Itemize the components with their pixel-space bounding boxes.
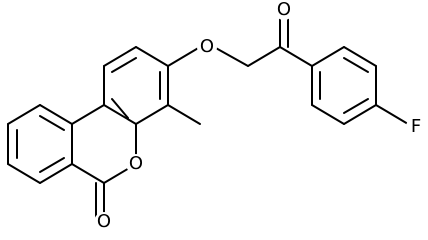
lactone-carbonyl-oxygen-bg: [94, 212, 114, 232]
bond: [39, 157, 65, 173]
bond: [167, 46, 201, 67]
bond: [375, 104, 409, 125]
bond: [343, 98, 369, 114]
fluorine-label: F: [411, 116, 421, 137]
bond: [135, 104, 169, 125]
bond: [103, 104, 137, 125]
bond: [279, 46, 313, 67]
bond: [311, 104, 345, 125]
bond: [247, 46, 281, 67]
bond: [39, 104, 73, 125]
bond: [343, 104, 377, 125]
bond: [311, 46, 345, 67]
bond: [213, 46, 249, 67]
ring-oxygen-bg: [126, 154, 146, 174]
right-benzene-ring: [103, 46, 169, 125]
ether-oxygen-bg: [197, 37, 217, 57]
bond: [71, 104, 105, 125]
ring-oxygen-label: O: [129, 153, 143, 174]
ether-oxygen-label: O: [200, 36, 214, 57]
lactone-carbonyl-oxygen-label: O: [97, 211, 111, 232]
fluorine-bg: [406, 117, 426, 137]
bond: [135, 46, 169, 67]
bond: [39, 115, 65, 131]
bond: [7, 104, 41, 125]
methyl-bond: [167, 104, 201, 125]
bond: [7, 163, 41, 184]
bond: [39, 163, 73, 184]
bond: [103, 46, 137, 67]
ketone-oxygen-label: O: [277, 0, 291, 20]
bond: [71, 163, 105, 184]
bond: [111, 57, 137, 73]
left-benzene-ring: [7, 104, 73, 184]
fluorophenyl-ring: [311, 46, 409, 125]
lactone-ring: [71, 104, 137, 223]
bond: [111, 98, 129, 119]
bond: [343, 57, 369, 73]
bond: [343, 46, 377, 67]
ketone-oxygen-bg: [274, 0, 294, 20]
side-chain: [167, 11, 313, 67]
